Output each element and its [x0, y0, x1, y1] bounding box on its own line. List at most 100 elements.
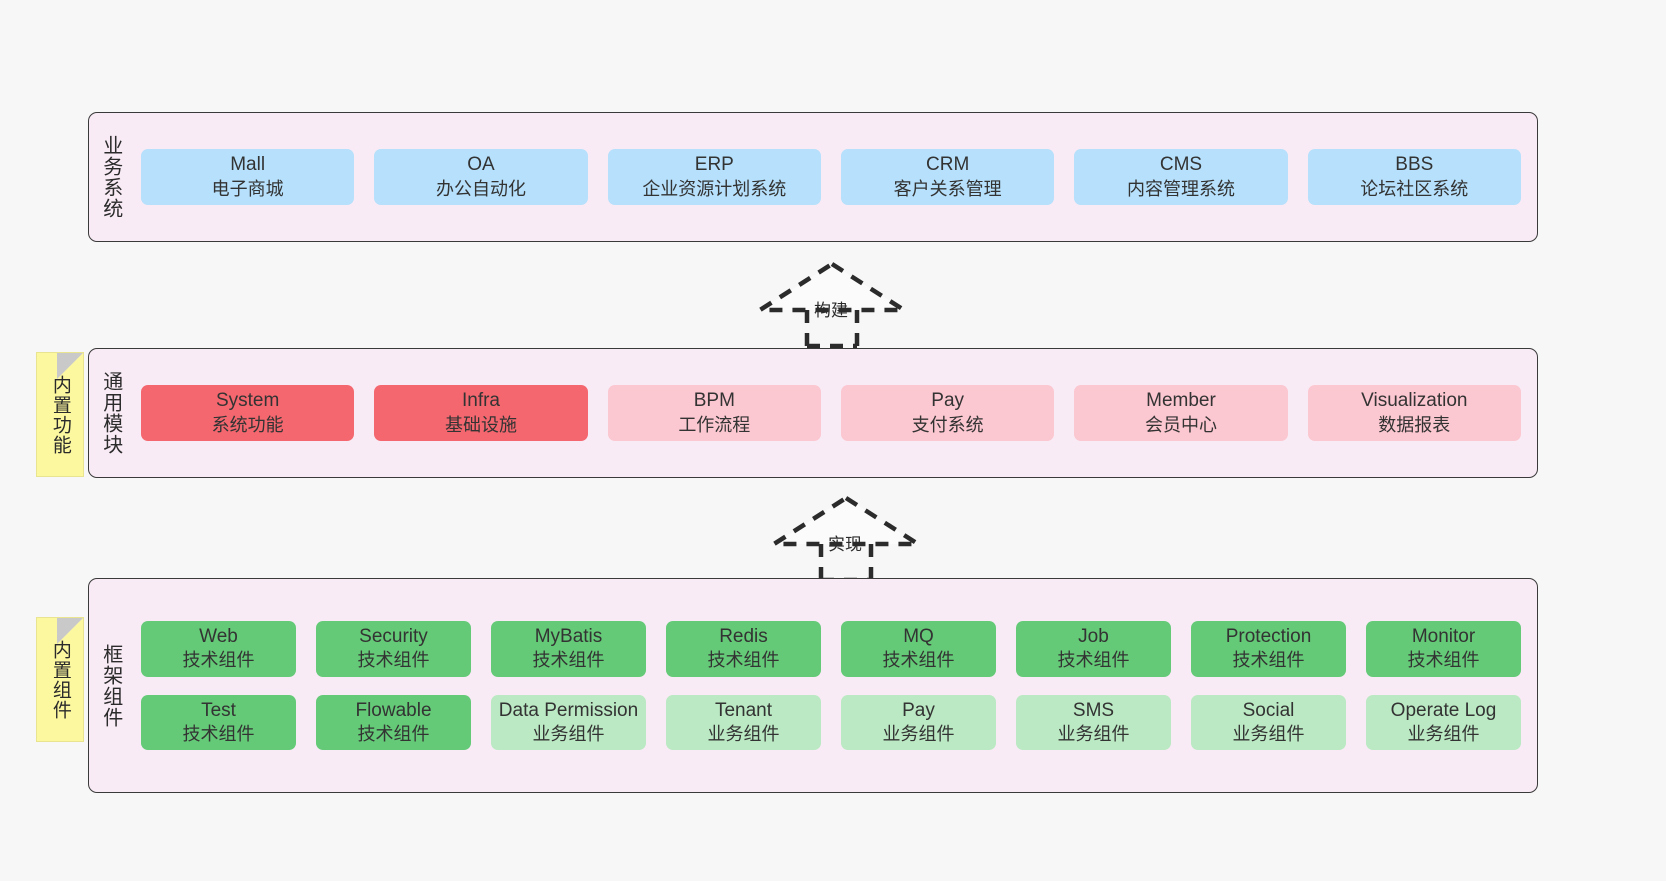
layer-common-module: 通用模块 System 系统功能 Infra 基础设施 BPM 工作流程 Pay…	[88, 348, 1538, 478]
card-system-en: System	[215, 390, 280, 412]
layer-business-system-title: 业务系统	[99, 135, 122, 219]
common-module-card-row: System 系统功能 Infra 基础设施 BPM 工作流程 Pay 支付系统…	[141, 385, 1521, 441]
card-web[interactable]: Web 技术组件	[141, 621, 296, 677]
card-monitor-en: Monitor	[1411, 626, 1476, 648]
card-redis-en: Redis	[719, 626, 768, 648]
sticky-note-builtin-component-text: 内置组件	[49, 639, 71, 720]
card-test[interactable]: Test 技术组件	[141, 694, 296, 750]
card-crm[interactable]: CRM 客户关系管理	[840, 149, 1055, 205]
sticky-note-builtin-component: 内置组件	[36, 617, 84, 742]
card-web-cn: 技术组件	[182, 650, 255, 671]
card-pay-component[interactable]: Pay 业务组件	[841, 694, 996, 750]
connector-implement-label: 实现	[828, 535, 862, 554]
card-oa-en: OA	[467, 154, 495, 176]
card-data-permission[interactable]: Data Permission 业务组件	[491, 694, 646, 750]
card-security-en: Security	[359, 626, 428, 648]
card-erp-cn: 企业资源计划系统	[642, 178, 787, 199]
sticky-note-builtin-feature: 内置功能	[36, 352, 84, 477]
card-pay-module-cn: 支付系统	[911, 414, 984, 435]
card-operate-log-en: Operate Log	[1390, 699, 1497, 721]
sticky-note-builtin-feature-text: 内置功能	[49, 374, 71, 455]
card-bbs-en: BBS	[1395, 154, 1434, 176]
card-mall-cn: 电子商城	[211, 178, 284, 199]
card-mall[interactable]: Mall 电子商城	[141, 149, 355, 205]
card-visualization[interactable]: Visualization 数据报表	[1307, 385, 1521, 441]
connector-build-label: 构建	[814, 301, 848, 320]
card-job-cn: 技术组件	[1057, 650, 1130, 671]
card-mybatis-cn: 技术组件	[532, 650, 605, 671]
card-bbs-cn: 论坛社区系统	[1360, 178, 1469, 199]
card-infra[interactable]: Infra 基础设施	[374, 385, 588, 441]
card-pay-module-en: Pay	[931, 390, 965, 412]
card-bpm[interactable]: BPM 工作流程	[607, 385, 821, 441]
card-pay-module[interactable]: Pay 支付系统	[840, 385, 1055, 441]
card-redis-cn: 技术组件	[707, 650, 780, 671]
framework-business-row: Test 技术组件 Flowable 技术组件 Data Permission …	[141, 694, 1521, 750]
card-job-en: Job	[1078, 626, 1109, 648]
connector-build-arrow-icon	[752, 261, 912, 349]
card-sms-en: SMS	[1072, 699, 1115, 721]
card-erp-en: ERP	[694, 154, 734, 176]
card-cms-en: CMS	[1159, 154, 1203, 176]
card-web-en: Web	[199, 626, 238, 648]
card-member-cn: 会员中心	[1144, 414, 1217, 435]
card-visualization-cn: 数据报表	[1378, 414, 1451, 435]
card-test-en: Test	[201, 699, 236, 721]
card-member[interactable]: Member 会员中心	[1074, 385, 1288, 441]
card-mybatis[interactable]: MyBatis 技术组件	[491, 621, 646, 677]
card-mall-en: Mall	[230, 154, 266, 176]
business-card-row: Mall 电子商城 OA 办公自动化 ERP 企业资源计划系统 CRM 客户关系…	[141, 149, 1521, 205]
card-tenant-cn: 业务组件	[707, 723, 780, 744]
card-flowable[interactable]: Flowable 技术组件	[316, 694, 471, 750]
card-data-permission-cn: 业务组件	[532, 723, 605, 744]
card-cms-cn: 内容管理系统	[1126, 178, 1235, 199]
card-crm-cn: 客户关系管理	[893, 178, 1002, 199]
card-oa-cn: 办公自动化	[435, 178, 526, 199]
card-mq[interactable]: MQ 技术组件	[841, 621, 996, 677]
card-mq-en: MQ	[903, 626, 934, 648]
card-oa[interactable]: OA 办公自动化	[374, 149, 588, 205]
card-bbs[interactable]: BBS 论坛社区系统	[1307, 149, 1521, 205]
card-security[interactable]: Security 技术组件	[316, 621, 471, 677]
card-monitor-cn: 技术组件	[1407, 650, 1480, 671]
connector-implement: 实现	[766, 492, 926, 583]
card-mq-cn: 技术组件	[882, 650, 955, 671]
card-system[interactable]: System 系统功能	[141, 385, 355, 441]
card-tenant-en: Tenant	[714, 699, 773, 721]
card-protection-cn: 技术组件	[1232, 650, 1305, 671]
layer-common-module-body: System 系统功能 Infra 基础设施 BPM 工作流程 Pay 支付系统…	[131, 349, 1537, 477]
card-member-en: Member	[1146, 390, 1216, 412]
framework-tech-row: Web 技术组件 Security 技术组件 MyBatis 技术组件 Redi…	[141, 621, 1521, 677]
layer-framework-component: 框架组件 Web 技术组件 Security 技术组件 MyBatis 技术组件…	[88, 578, 1538, 793]
layer-framework-component-title: 框架组件	[99, 643, 122, 728]
card-monitor[interactable]: Monitor 技术组件	[1366, 621, 1521, 677]
connector-build: 构建	[752, 258, 912, 349]
card-social[interactable]: Social 业务组件	[1191, 694, 1346, 750]
card-flowable-cn: 技术组件	[357, 723, 430, 744]
card-social-en: Social	[1242, 699, 1295, 721]
card-sms-cn: 业务组件	[1057, 723, 1130, 744]
card-erp[interactable]: ERP 企业资源计划系统	[607, 149, 821, 205]
card-redis[interactable]: Redis 技术组件	[666, 621, 821, 677]
card-infra-cn: 基础设施	[444, 414, 517, 435]
card-tenant[interactable]: Tenant 业务组件	[666, 694, 821, 750]
card-job[interactable]: Job 技术组件	[1016, 621, 1171, 677]
layer-framework-component-body: Web 技术组件 Security 技术组件 MyBatis 技术组件 Redi…	[131, 579, 1537, 792]
card-visualization-en: Visualization	[1361, 390, 1468, 412]
card-test-cn: 技术组件	[182, 723, 255, 744]
card-operate-log-cn: 业务组件	[1407, 723, 1480, 744]
card-data-permission-en: Data Permission	[498, 699, 639, 721]
card-bpm-en: BPM	[693, 390, 735, 412]
card-operate-log[interactable]: Operate Log 业务组件	[1366, 694, 1521, 750]
card-social-cn: 业务组件	[1232, 723, 1305, 744]
card-infra-en: Infra	[461, 390, 500, 412]
card-protection-en: Protection	[1225, 626, 1312, 648]
card-sms[interactable]: SMS 业务组件	[1016, 694, 1171, 750]
card-crm-en: CRM	[926, 154, 970, 176]
card-mybatis-en: MyBatis	[534, 626, 603, 648]
card-cms[interactable]: CMS 内容管理系统	[1074, 149, 1288, 205]
card-protection[interactable]: Protection 技术组件	[1191, 621, 1346, 677]
card-pay-component-cn: 业务组件	[882, 723, 955, 744]
layer-business-system-body: Mall 电子商城 OA 办公自动化 ERP 企业资源计划系统 CRM 客户关系…	[131, 113, 1537, 241]
card-bpm-cn: 工作流程	[678, 414, 751, 435]
